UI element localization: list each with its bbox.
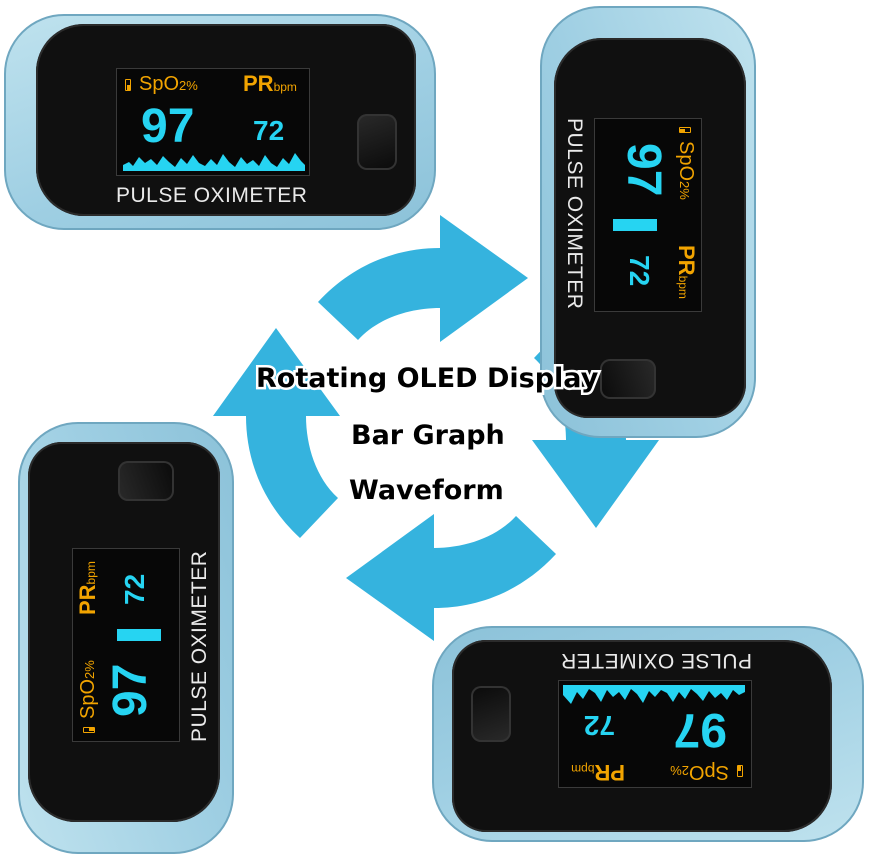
pr-label: PRbpm xyxy=(571,760,625,785)
pr-label: PRbpm xyxy=(75,561,100,615)
brand-label: PULSE OXIMETER xyxy=(188,550,211,742)
oled-screen: SpO2% PRbpm 97 72 xyxy=(558,680,752,788)
spo2-label: SpO2% xyxy=(675,141,697,200)
oximeter-bottom-left: SpO2% PRbpm 97 72 PULSE OXIMETER xyxy=(18,422,234,854)
caption-waveform: Waveform xyxy=(347,473,507,509)
oled-screen: SpO2% PRbpm 97 72 xyxy=(72,548,180,742)
battery-icon xyxy=(679,127,691,133)
power-button xyxy=(471,686,511,742)
pr-value: 72 xyxy=(583,710,615,741)
battery-icon xyxy=(125,79,131,91)
spo2-label: SpO2% xyxy=(77,660,99,719)
waveform-icon xyxy=(123,153,305,171)
spo2-value: 97 xyxy=(141,100,195,153)
waveform-icon xyxy=(563,685,745,704)
caption-rotating-display: Rotating OLED Display xyxy=(253,361,600,397)
spo2-label: SpO2% xyxy=(139,73,198,95)
power-button xyxy=(118,461,174,501)
brand-label: PULSE OXIMETER xyxy=(560,649,752,672)
power-button xyxy=(600,359,656,399)
oximeter-bottom-right: SpO2% PRbpm 97 72 PULSE OXIMETER xyxy=(432,626,864,842)
spo2-label: SpO2% xyxy=(670,761,729,783)
spo2-value: 97 xyxy=(104,663,157,717)
pr-value: 72 xyxy=(253,115,285,146)
spo2-value: 97 xyxy=(617,143,670,197)
brand-label: PULSE OXIMETER xyxy=(116,184,308,207)
pr-label: PRbpm xyxy=(674,245,699,299)
oled-screen: SpO2% PRbpm 97 72 xyxy=(594,118,702,312)
pr-value: 72 xyxy=(119,573,150,605)
power-button xyxy=(357,114,397,170)
caption-bar-graph: Bar Graph xyxy=(349,418,508,454)
battery-icon xyxy=(737,765,743,777)
bar-graph-icon xyxy=(117,629,161,641)
pr-value: 72 xyxy=(624,255,655,287)
pr-label: PRbpm xyxy=(243,71,297,96)
battery-icon xyxy=(83,727,95,733)
bar-graph-icon xyxy=(613,219,657,231)
oximeter-top-left: SpO2% PRbpm 97 72 PULSE OXIMETER xyxy=(4,14,436,230)
oled-screen: SpO2% PRbpm 97 72 xyxy=(116,68,310,176)
brand-label: PULSE OXIMETER xyxy=(563,118,586,310)
